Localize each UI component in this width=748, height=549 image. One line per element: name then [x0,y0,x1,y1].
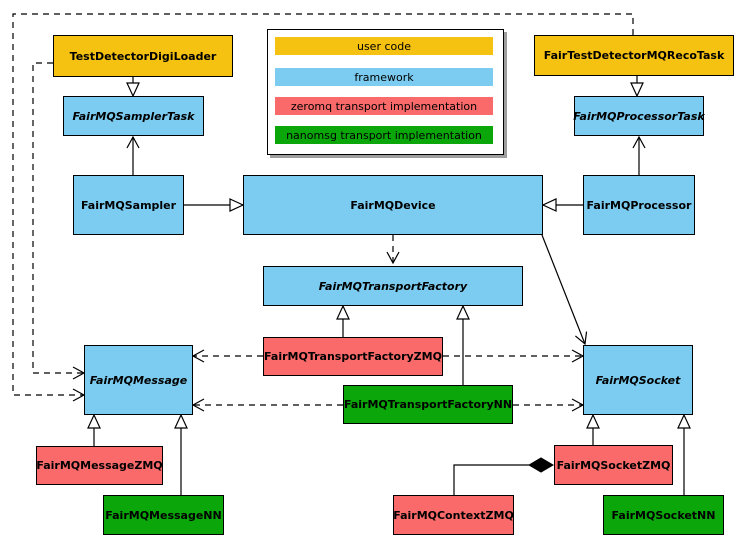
legend-item-user-code: user code [275,37,493,55]
node-fairtestdetectormqrecotask: FairTestDetectorMQRecoTask [534,35,734,76]
edge-recotask-message [12,13,634,402]
composition-diamond [528,457,554,473]
node-fairmqtransportfactoryzmq: FairMQTransportFactoryZMQ [263,337,443,376]
legend-item-framework: framework [275,68,493,86]
node-fairmqmessagezmq: FairMQMessageZMQ [36,446,163,485]
node-fairmqsocket: FairMQSocket [583,345,693,415]
node-fairmqprocessortask: FairMQProcessorTask [573,96,705,136]
node-testdetectordigiloader: TestDetectorDigiLoader [53,35,233,77]
node-fairmqprocessor: FairMQProcessor [583,175,695,235]
edge-device-socket [541,234,588,346]
node-fairmqsocketnn: FairMQSocketNN [603,495,724,535]
node-fairmqmessage: FairMQMessage [84,345,193,415]
node-fairmqdevice: FairMQDevice [243,175,543,235]
node-fairmqsocketzmq: FairMQSocketZMQ [554,445,673,485]
legend-item-zeromq: zeromq transport implementation [275,97,493,115]
node-fairmqmessagenn: FairMQMessageNN [103,495,224,535]
edge-contextzmq-socketzmq [453,464,529,495]
legend-item-nanomsg: nanomsg transport implementation [275,126,493,144]
node-fairmqtransportfactorynn: FairMQTransportFactoryNN [343,385,513,424]
node-fairmqtransportfactory: FairMQTransportFactory [263,266,523,306]
legend: user code framework zeromq transport imp… [267,29,504,155]
edge-digiloader-message [32,62,86,380]
node-fairmqsamplertask: FairMQSamplerTask [63,96,204,136]
node-fairmqsampler: FairMQSampler [73,175,184,235]
node-fairmqcontextzmq: FairMQContextZMQ [393,495,514,535]
